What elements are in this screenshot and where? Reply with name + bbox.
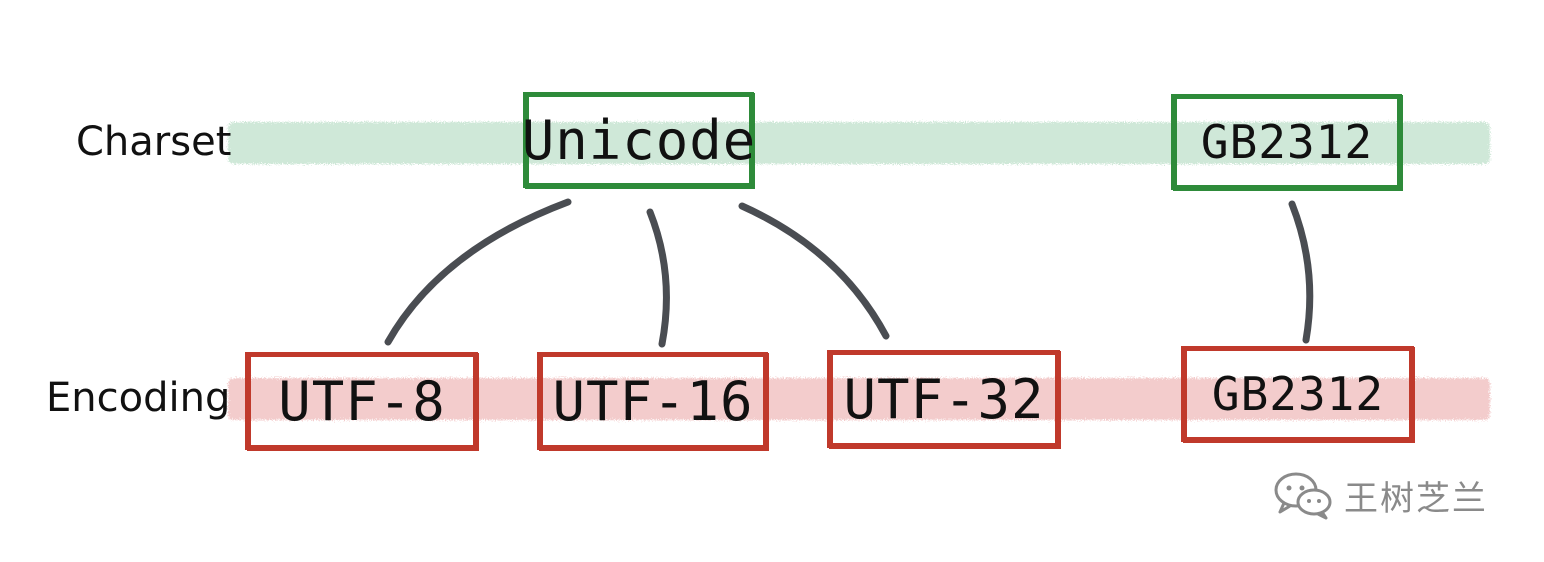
utf8-label: UTF-8 (278, 369, 446, 433)
gb2312-encoding-label: GB2312 (1211, 367, 1385, 421)
connector-gb2312 (1288, 200, 1314, 344)
unicode-label: Unicode (521, 108, 757, 172)
gb2312-charset-label: GB2312 (1200, 115, 1374, 169)
utf16-label: UTF-16 (552, 369, 754, 433)
charset-row-label: Charset (76, 119, 232, 165)
connector-unicode-utf8 (384, 198, 572, 346)
utf16-node: UTF-16 (538, 352, 768, 450)
connector-unicode-utf32 (738, 202, 890, 340)
utf8-node: UTF-8 (246, 352, 478, 450)
unicode-node: Unicode (521, 92, 757, 188)
encoding-row-label: Encoding (46, 375, 231, 421)
gb2312-charset-node: GB2312 (1172, 94, 1402, 190)
gb2312-encoding-node: GB2312 (1182, 346, 1414, 442)
watermark-text: 王树芝兰 (1344, 478, 1488, 519)
wechat-icon (1274, 472, 1332, 520)
encoding-band (228, 378, 1490, 420)
utf32-node: UTF-32 (828, 350, 1060, 448)
utf32-label: UTF-32 (843, 367, 1045, 431)
watermark: 王树芝兰 (1272, 470, 1488, 520)
connector-unicode-utf16 (646, 208, 670, 348)
